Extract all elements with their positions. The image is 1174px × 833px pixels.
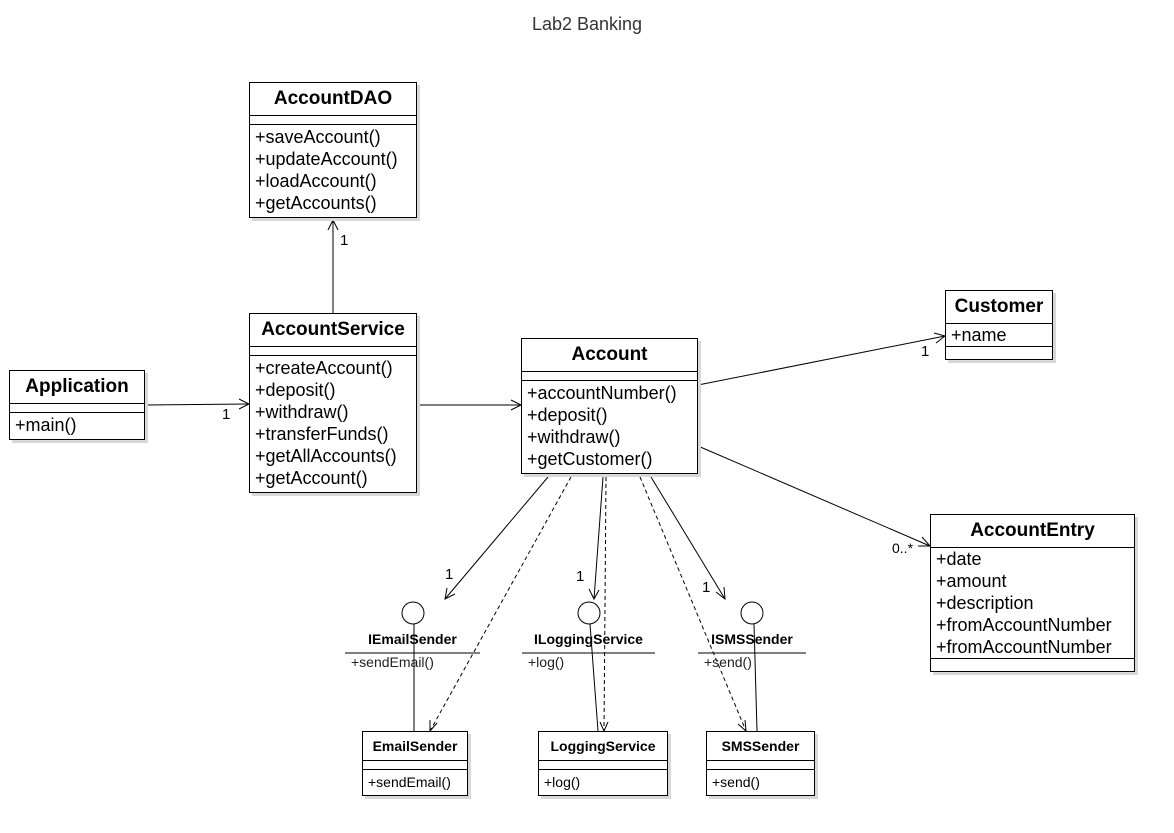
arrowhead-service-dao [327,218,339,231]
multiplicity-account-entry: 0..* [892,540,914,556]
class-attributes [707,761,814,770]
operation: +transferFunds() [255,424,389,444]
class-smssender[interactable]: SMSSender +send() [706,731,815,796]
multiplicity-app-service: 1 [222,406,231,423]
class-attributes [539,761,667,770]
realization-smssender [753,623,758,732]
dependency-account-smssender [639,476,747,732]
interface-operation: +sendEmail() [351,654,434,670]
operation: +main() [15,415,77,435]
operation: +createAccount() [255,358,393,378]
arrowhead-account-isms [715,586,726,601]
interface-iemailsender[interactable]: IEmailSender +sendEmail() [345,630,480,670]
class-customer[interactable]: Customer +name [945,290,1053,360]
interface-name: IEmailSender [368,631,457,647]
multiplicity-account-customer: 1 [921,343,930,360]
operation: +accountNumber() [527,383,677,403]
class-emailsender[interactable]: EmailSender +sendEmail() [362,731,468,796]
attribute: +date [936,549,982,569]
class-name: Application [10,371,144,404]
operation: +getAllAccounts() [255,446,397,466]
class-operations: +saveAccount() +updateAccount() +loadAcc… [250,125,416,217]
multiplicity-account-iemail: 1 [445,566,454,583]
operation: +withdraw() [527,427,621,447]
class-attributes [250,347,416,356]
association-account-customer [697,335,946,386]
class-attributes [10,404,144,413]
multiplicity-service-dao: 1 [340,232,349,249]
operation: +log() [544,774,581,790]
class-operations: +main() [10,413,144,439]
association-account-entry [697,445,931,547]
class-name: AccountEntry [931,515,1134,548]
interface-operation: +log() [528,654,565,670]
interface-name: ISMSSender [711,631,793,647]
operation: +getCustomer() [527,449,653,469]
class-name: SMSSender [707,732,814,761]
dependency-account-loggingservice [603,476,607,732]
dependency-account-emailsender [429,476,572,732]
class-operations: +createAccount() +deposit() +withdraw() … [250,356,416,492]
arrowhead-account-ilogging [588,588,600,601]
operation: +withdraw() [255,402,349,422]
attribute: +description [936,593,1034,613]
class-application[interactable]: Application +main() [9,370,145,440]
class-operations: +accountNumber() +deposit() +withdraw() … [522,381,697,473]
interface-operation: +send() [704,654,752,670]
operation: +send() [712,774,760,790]
interface-iloggingservice[interactable]: ILoggingService +log() [522,630,655,670]
iemailsender-lollipop-icon [401,601,425,625]
multiplicity-account-isms: 1 [702,579,711,596]
class-accountentry[interactable]: AccountEntry +date +amount +description … [930,514,1135,672]
operation: +loadAccount() [255,171,377,191]
association-account-ilogging [593,476,604,600]
class-accountservice[interactable]: AccountService +createAccount() +deposit… [249,313,417,493]
class-accountdao[interactable]: AccountDAO +saveAccount() +updateAccount… [249,82,417,218]
class-name: Account [522,339,697,372]
class-operations [931,659,1134,671]
attribute: +amount [936,571,1007,591]
realization-loggingservice [589,623,599,732]
operation: +sendEmail() [368,774,451,790]
operation: +updateAccount() [255,149,398,169]
class-attributes [363,761,467,770]
class-attributes: +name [946,324,1052,347]
ismssender-lollipop-icon [740,601,764,625]
class-loggingservice[interactable]: LoggingService +log() [538,731,668,796]
class-operations: +log() [539,770,667,795]
class-attributes [250,116,416,125]
arrowhead-dep-smssender [737,719,747,733]
arrowhead-dep-emailsender [429,720,438,733]
class-attributes [522,372,697,381]
arrowhead-account-iemail [444,587,456,600]
class-name: AccountService [250,314,416,347]
association-account-iemail [444,476,549,600]
attribute: +fromAccountNumber [936,615,1112,635]
operation: +getAccount() [255,468,368,488]
class-account[interactable]: Account +accountNumber() +deposit() +wit… [521,338,698,474]
operation: +saveAccount() [255,127,381,147]
class-operations: +sendEmail() [363,770,467,795]
multiplicity-account-ilogging: 1 [576,568,585,585]
interface-ismssender[interactable]: ISMSSender +send() [698,630,806,670]
attribute: +name [951,325,1007,345]
class-name: LoggingService [539,732,667,761]
class-name: EmailSender [363,732,467,761]
attribute: +fromAccountNumber [936,637,1112,657]
class-attributes: +date +amount +description +fromAccountN… [931,548,1134,659]
operation: +getAccounts() [255,193,377,213]
operation: +deposit() [527,405,608,425]
class-operations [946,347,1052,359]
association-app-service [144,403,250,406]
diagram-title: Lab2 Banking [531,14,643,34]
association-account-isms [650,476,726,600]
class-name: AccountDAO [250,83,416,116]
class-operations: +send() [707,770,814,795]
operation: +deposit() [255,380,336,400]
iloggingservice-lollipop-icon [577,601,601,625]
class-name: Customer [946,291,1052,324]
interface-name: ILoggingService [534,631,643,647]
